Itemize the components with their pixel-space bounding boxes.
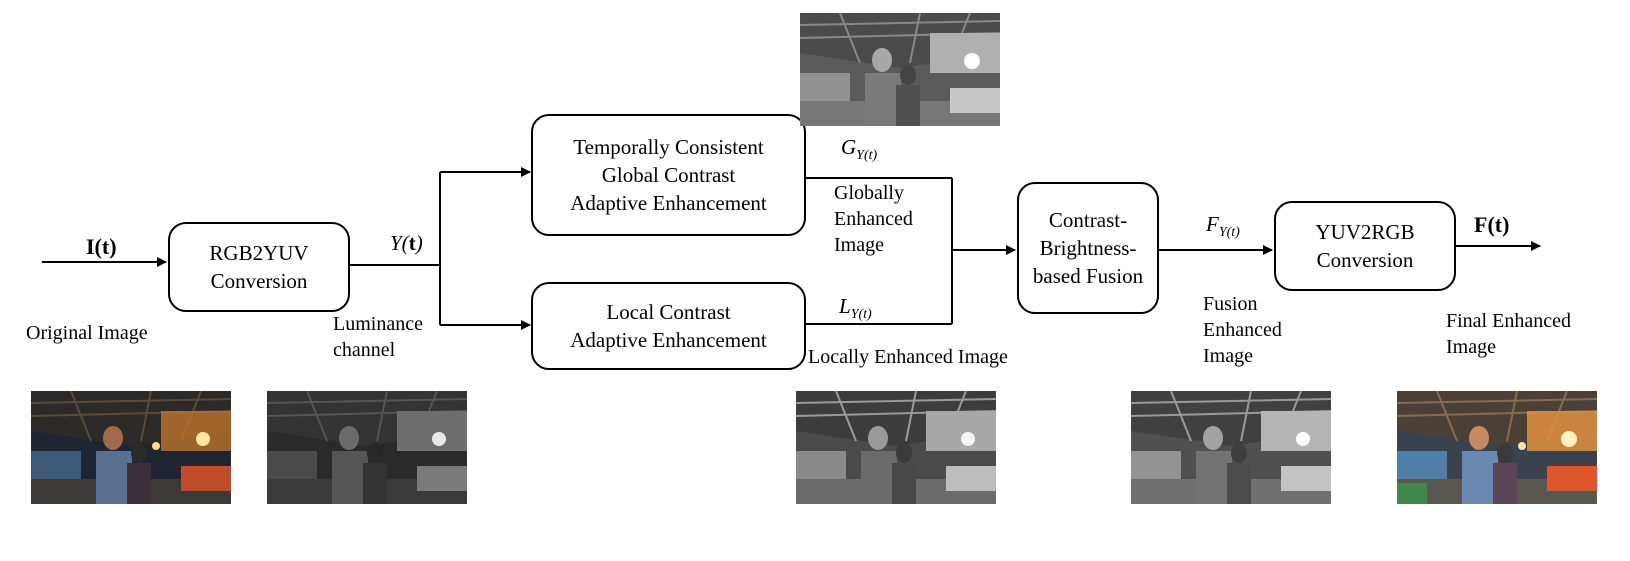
caption-globally-enhanced: Globally Enhanced Image (834, 182, 913, 256)
fusion-enhanced-image (1131, 391, 1331, 504)
caption-locally-enhanced: Locally Enhanced Image (808, 346, 1008, 368)
caption-final-enhanced: Final Enhanced Image (1446, 310, 1571, 358)
f-signal-label: FY(t) (1206, 212, 1240, 241)
g-signal-label: GY(t) (841, 135, 877, 164)
fusion-box: Contrast- Brightness- based Fusion (1017, 182, 1159, 314)
original-color-image (31, 391, 231, 504)
y-arg: t (408, 231, 416, 255)
global-enhanced-image (800, 13, 1000, 126)
local-enhancement-label: Local Contrast Adaptive Enhancement (570, 300, 767, 352)
y-main: Y( (390, 231, 409, 255)
l-signal-label: LY(t) (839, 294, 872, 323)
f-sub: Y(t) (1218, 225, 1240, 241)
f-main: F (1206, 212, 1219, 236)
l-main: L (839, 294, 851, 318)
local-enhanced-image (796, 391, 996, 504)
final-color-image (1397, 391, 1597, 504)
global-enhancement-label: Temporally Consistent Global Contrast Ad… (570, 135, 767, 215)
l-sub: Y(t) (850, 307, 872, 323)
g-main: G (841, 135, 857, 159)
caption-original-image: Original Image (26, 322, 148, 344)
output-signal-label: F(t) (1474, 212, 1510, 237)
caption-luminance-channel: Luminance channel (333, 313, 423, 361)
caption-fusion-enhanced: Fusion Enhanced Image (1203, 293, 1282, 367)
y-close: ) (415, 231, 423, 255)
yuv2rgb-box: YUV2RGB Conversion (1274, 201, 1456, 291)
g-sub: Y(t) (856, 148, 878, 164)
luminance-image (267, 391, 467, 504)
input-signal-label: I(t) (86, 234, 117, 259)
rgb2yuv-label: RGB2YUV Conversion (209, 241, 309, 293)
rgb2yuv-box: RGB2YUV Conversion (168, 222, 350, 312)
yuv2rgb-label: YUV2RGB Conversion (1315, 220, 1415, 272)
y-signal-label: Y(t) (390, 231, 423, 256)
fusion-label: Contrast- Brightness- based Fusion (1032, 208, 1144, 288)
global-enhancement-box: Temporally Consistent Global Contrast Ad… (531, 114, 806, 236)
local-enhancement-box: Local Contrast Adaptive Enhancement (531, 282, 806, 370)
